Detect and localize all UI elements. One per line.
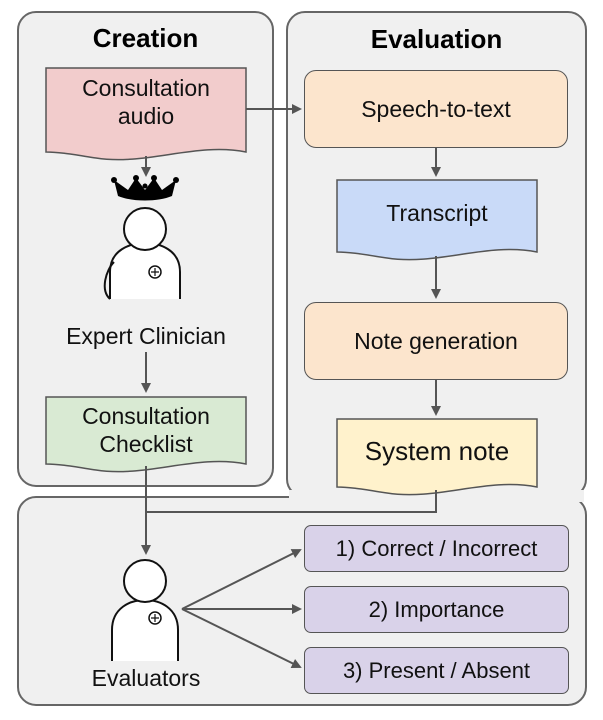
speech-to-text-box: Speech-to-text — [304, 70, 568, 148]
note-generation-label: Note generation — [354, 327, 518, 354]
outcome-label: 1) Correct / Incorrect — [335, 535, 538, 561]
transcript-document — [336, 179, 538, 261]
expert-clinician-label: Expert Clinician — [66, 323, 226, 349]
consultation-audio-label: Consultation audio — [82, 75, 210, 129]
outcome-box-importance: 2) Importance — [304, 586, 569, 633]
consultation-checklist-document — [45, 396, 247, 473]
system-note-document — [336, 418, 538, 496]
consultation-checklist-label: Consultation Checklist — [82, 403, 210, 457]
note-generation-box: Note generation — [304, 302, 568, 380]
line-system-note-to-evaluators — [146, 490, 437, 513]
outcome-box-present-absent: 3) Present / Absent — [304, 647, 569, 694]
speech-to-text-label: Speech-to-text — [361, 95, 511, 122]
arrow-evaluators-to-outcome-1 — [181, 549, 302, 610]
transcript-label: Transcript — [386, 200, 488, 226]
outcome-box-correct-incorrect: 1) Correct / Incorrect — [304, 525, 569, 572]
consultation-audio-document — [45, 67, 247, 161]
expert-clinician-icon — [103, 207, 181, 300]
evaluation-panel-title: Evaluation — [370, 24, 503, 54]
arrow-evaluators-to-outcome-3 — [181, 608, 302, 668]
outcome-label: 3) Present / Absent — [342, 657, 531, 683]
outcome-label: 2) Importance — [368, 596, 505, 622]
system-note-label: System note — [364, 436, 510, 466]
evaluators-icon — [111, 559, 179, 661]
evaluators-label: Evaluators — [91, 665, 201, 691]
crown-icon — [114, 178, 176, 201]
creation-panel-title: Creation — [92, 23, 199, 53]
